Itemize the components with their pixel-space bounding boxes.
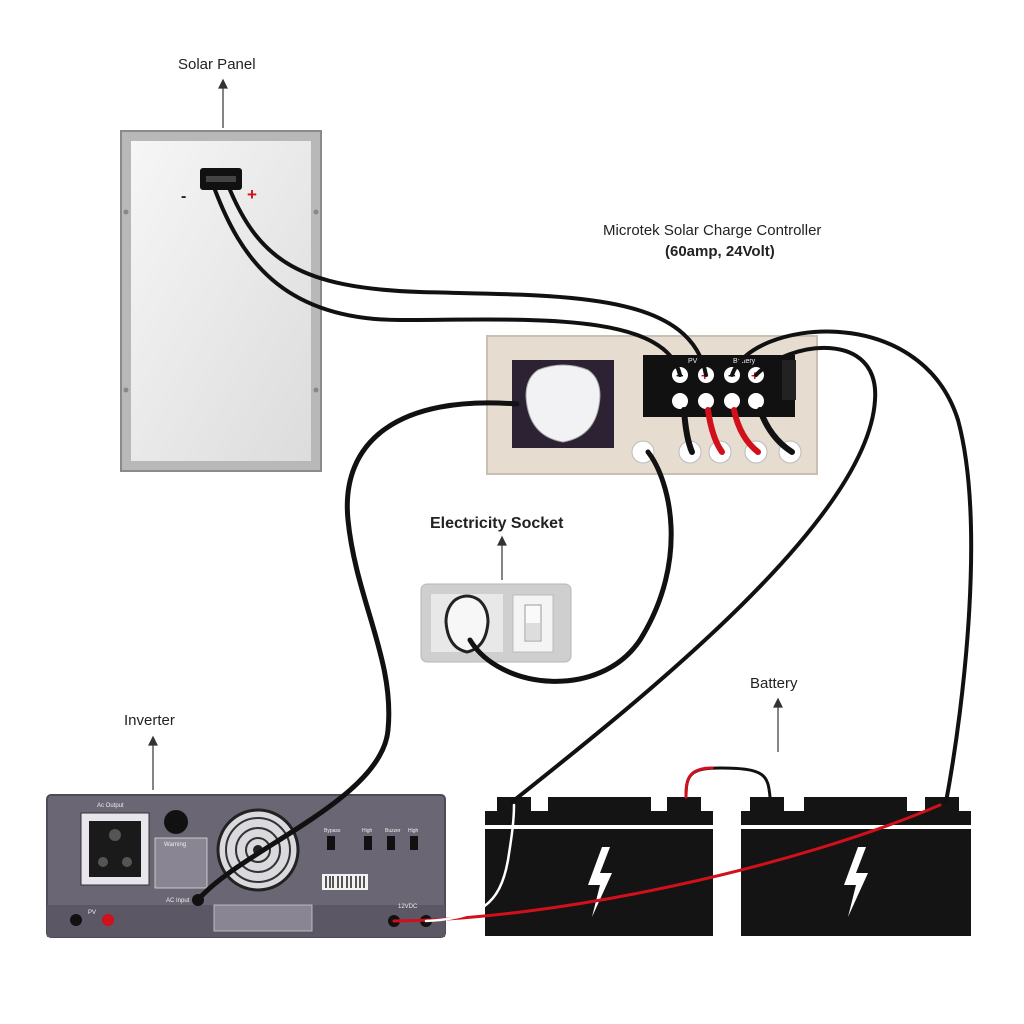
battery-link-red xyxy=(684,766,714,799)
terminal-screw xyxy=(672,393,688,409)
battery-terminal xyxy=(750,797,784,811)
fan-grill xyxy=(225,817,291,883)
switch-label: Buzzer xyxy=(385,828,401,834)
toggle-switch xyxy=(364,836,372,850)
panel-bolt xyxy=(123,387,129,393)
battery-left xyxy=(485,797,713,936)
socket-pin xyxy=(98,857,108,867)
barcode-sticker xyxy=(322,874,368,890)
terminal-block-side xyxy=(782,360,796,400)
terminal-screw xyxy=(748,393,764,409)
lightning-icon xyxy=(844,847,868,917)
battery-link-black xyxy=(684,766,772,799)
socket-wire xyxy=(467,449,674,684)
socket-pointer-arrow xyxy=(497,535,507,546)
switch-label: High xyxy=(408,828,419,834)
inverter: Ac Output Warning AC Input Bypass High B… xyxy=(46,794,446,938)
socket-pin xyxy=(109,829,121,841)
terminal-screw xyxy=(698,393,714,409)
terminal-screw xyxy=(724,393,740,409)
solar-panel-label: Solar Panel xyxy=(178,56,256,73)
pv-plus-port xyxy=(102,914,114,926)
internal-wire xyxy=(705,407,725,455)
inverter-label: Inverter xyxy=(124,712,175,729)
battery-negative-wire xyxy=(730,329,974,804)
internal-wire xyxy=(681,407,695,455)
pv-port-label: PV xyxy=(88,910,96,916)
socket-switch-rocker xyxy=(526,623,540,640)
panel-minus-sign: - xyxy=(181,188,186,205)
pv-positive-wire xyxy=(228,188,708,377)
panel-bolt xyxy=(313,387,319,393)
terminal-screws xyxy=(672,393,764,409)
ac-input-label: AC Input xyxy=(166,898,190,904)
fan-ring xyxy=(245,837,271,863)
electricity-socket-label: Electricity Socket xyxy=(430,515,564,532)
ac-input-wire xyxy=(195,400,520,903)
electricity-socket xyxy=(420,583,572,663)
battery-lid xyxy=(741,811,971,825)
dc-port-label: 12VDC xyxy=(398,904,418,910)
switch-label: High xyxy=(362,828,373,834)
battery-cap xyxy=(804,797,907,811)
toggle-switch xyxy=(387,836,395,850)
battery-terminal xyxy=(667,797,701,811)
inverter-warning-label: Warning xyxy=(164,842,186,848)
battery-right xyxy=(741,797,971,936)
pv-minus-port xyxy=(70,914,82,926)
cable-gland xyxy=(631,440,655,464)
solar-pointer-arrow xyxy=(218,78,228,89)
controller-internal-wires xyxy=(681,407,795,455)
ac-output-label: Ac Output xyxy=(97,803,124,809)
panel-bolt xyxy=(313,209,319,215)
inverter-warning-plate xyxy=(154,837,208,889)
dc-negative-wire xyxy=(424,803,516,923)
panel-surface xyxy=(131,141,311,461)
dc-positive-wire xyxy=(392,803,942,923)
socket-pin xyxy=(122,857,132,867)
battery-label: Battery xyxy=(750,675,798,692)
controller-name-label: Microtek Solar Charge Controller xyxy=(603,222,822,239)
panel-bolt xyxy=(123,209,129,215)
solar-panel: - + xyxy=(120,130,322,472)
controller-spec-label: (60amp, 24Volt) xyxy=(665,243,775,260)
internal-wire xyxy=(757,407,795,455)
battery-pointer-arrow xyxy=(773,697,783,708)
battery-cap xyxy=(548,797,651,811)
label-pointers xyxy=(148,78,783,790)
inverter-pointer-arrow xyxy=(148,735,158,746)
fan-ring xyxy=(225,817,291,883)
charge-controller: PV Battery − + − + xyxy=(486,335,818,475)
inverter-switches: Bypass High Buzzer High xyxy=(324,828,419,850)
pv-terminal-label: PV xyxy=(688,358,698,365)
inverter-info-plate xyxy=(213,904,313,932)
inverter-reset-button xyxy=(164,810,188,834)
junction-box-slot xyxy=(206,176,236,182)
wires xyxy=(195,188,974,923)
panel-plus-sign: + xyxy=(247,185,257,204)
internal-wire xyxy=(731,407,761,455)
socket-plug xyxy=(444,594,490,654)
switch-label: Bypass xyxy=(324,828,341,834)
barcode xyxy=(325,876,365,888)
controller-socket-plug xyxy=(525,364,601,443)
fan-ring xyxy=(235,827,281,873)
battery-terminal-label: Battery xyxy=(733,358,756,365)
battery-lid xyxy=(485,811,713,825)
lightning-icon xyxy=(588,847,612,917)
battery-positive-wire xyxy=(510,345,878,804)
toggle-switch xyxy=(327,836,335,850)
pv-negative-wire xyxy=(213,188,682,377)
toggle-switch xyxy=(410,836,418,850)
